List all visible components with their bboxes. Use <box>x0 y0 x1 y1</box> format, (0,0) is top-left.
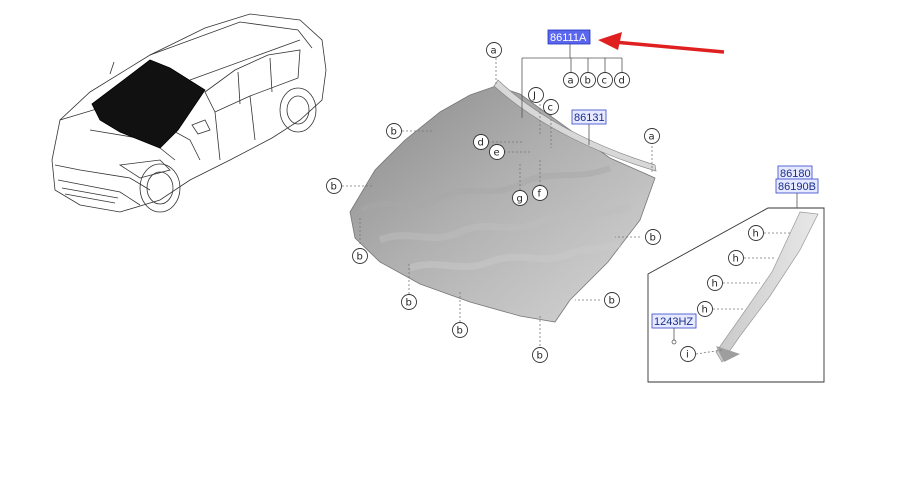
windshield-glass <box>349 85 656 323</box>
svg-text:c: c <box>548 103 554 114</box>
callout-a-bracket[interactable]: a <box>563 72 579 88</box>
callout-e[interactable]: e <box>489 144 505 160</box>
svg-text:b: b <box>650 233 656 244</box>
callout-a-top[interactable]: a <box>486 42 502 58</box>
callout-j[interactable]: J <box>528 87 544 103</box>
callout-b-right[interactable]: b <box>645 229 661 245</box>
svg-text:c: c <box>602 76 608 87</box>
svg-text:1243HZ: 1243HZ <box>654 316 693 328</box>
part-label-pillar-lower[interactable]: 86190B <box>775 178 819 194</box>
svg-text:86190B: 86190B <box>778 181 816 193</box>
callout-b-lower-left[interactable]: b <box>352 248 368 264</box>
callout-d-bracket[interactable]: d <box>614 72 630 88</box>
callout-b-lower-right[interactable]: b <box>604 292 620 308</box>
callout-c-bracket[interactable]: c <box>597 72 613 88</box>
pillar-trim <box>715 211 819 363</box>
svg-text:a: a <box>491 46 497 57</box>
callout-i[interactable]: i <box>680 346 696 362</box>
car-outline-illustration <box>51 13 327 213</box>
svg-text:d: d <box>478 138 484 149</box>
callout-h-3[interactable]: h <box>707 275 723 291</box>
svg-text:b: b <box>537 351 543 362</box>
svg-text:86180: 86180 <box>780 168 811 180</box>
svg-text:d: d <box>619 76 625 87</box>
moulding-strip <box>493 79 657 172</box>
callout-h-1[interactable]: h <box>748 225 764 241</box>
svg-text:g: g <box>517 194 523 205</box>
svg-text:J: J <box>532 91 536 102</box>
callout-b-left[interactable]: b <box>326 178 342 194</box>
svg-text:b: b <box>457 326 463 337</box>
part-label-fastener[interactable]: 1243HZ <box>651 313 697 329</box>
svg-text:a: a <box>568 76 574 87</box>
callout-h-4[interactable]: h <box>697 301 713 317</box>
svg-text:f: f <box>538 189 542 200</box>
callout-b-bottom-3[interactable]: b <box>532 347 548 363</box>
callout-b-bottom-2[interactable]: b <box>452 322 468 338</box>
callout-b-bracket[interactable]: b <box>580 72 596 88</box>
svg-text:e: e <box>494 148 500 159</box>
svg-text:h: h <box>753 229 759 240</box>
callout-f[interactable]: f <box>532 185 548 201</box>
part-label-windshield[interactable]: 86111A <box>547 29 591 45</box>
svg-text:h: h <box>712 279 718 290</box>
callout-b-bottom-1[interactable]: b <box>401 294 417 310</box>
svg-text:h: h <box>702 305 708 316</box>
callout-h-2[interactable]: h <box>728 250 744 266</box>
svg-text:b: b <box>609 296 615 307</box>
callout-d[interactable]: d <box>473 134 489 150</box>
svg-text:i: i <box>686 350 689 361</box>
red-arrow-icon <box>598 32 725 54</box>
svg-text:b: b <box>357 252 363 263</box>
callout-b-left-upper[interactable]: b <box>386 123 402 139</box>
part-label-moulding[interactable]: 86131 <box>571 109 607 125</box>
svg-text:86111A: 86111A <box>550 32 587 44</box>
svg-text:b: b <box>391 127 397 138</box>
svg-text:a: a <box>649 132 655 143</box>
callout-c[interactable]: c <box>543 99 559 115</box>
svg-text:b: b <box>406 298 412 309</box>
callout-a-right[interactable]: a <box>644 128 660 144</box>
svg-text:h: h <box>733 254 739 265</box>
callout-g[interactable]: g <box>512 190 528 206</box>
svg-text:b: b <box>585 76 591 87</box>
pillar-inset-box <box>647 207 825 383</box>
svg-text:b: b <box>331 182 337 193</box>
svg-text:86131: 86131 <box>574 112 605 124</box>
car-windshield-highlight <box>91 59 206 149</box>
part-label-pillar-upper[interactable]: 86180 <box>777 165 813 181</box>
